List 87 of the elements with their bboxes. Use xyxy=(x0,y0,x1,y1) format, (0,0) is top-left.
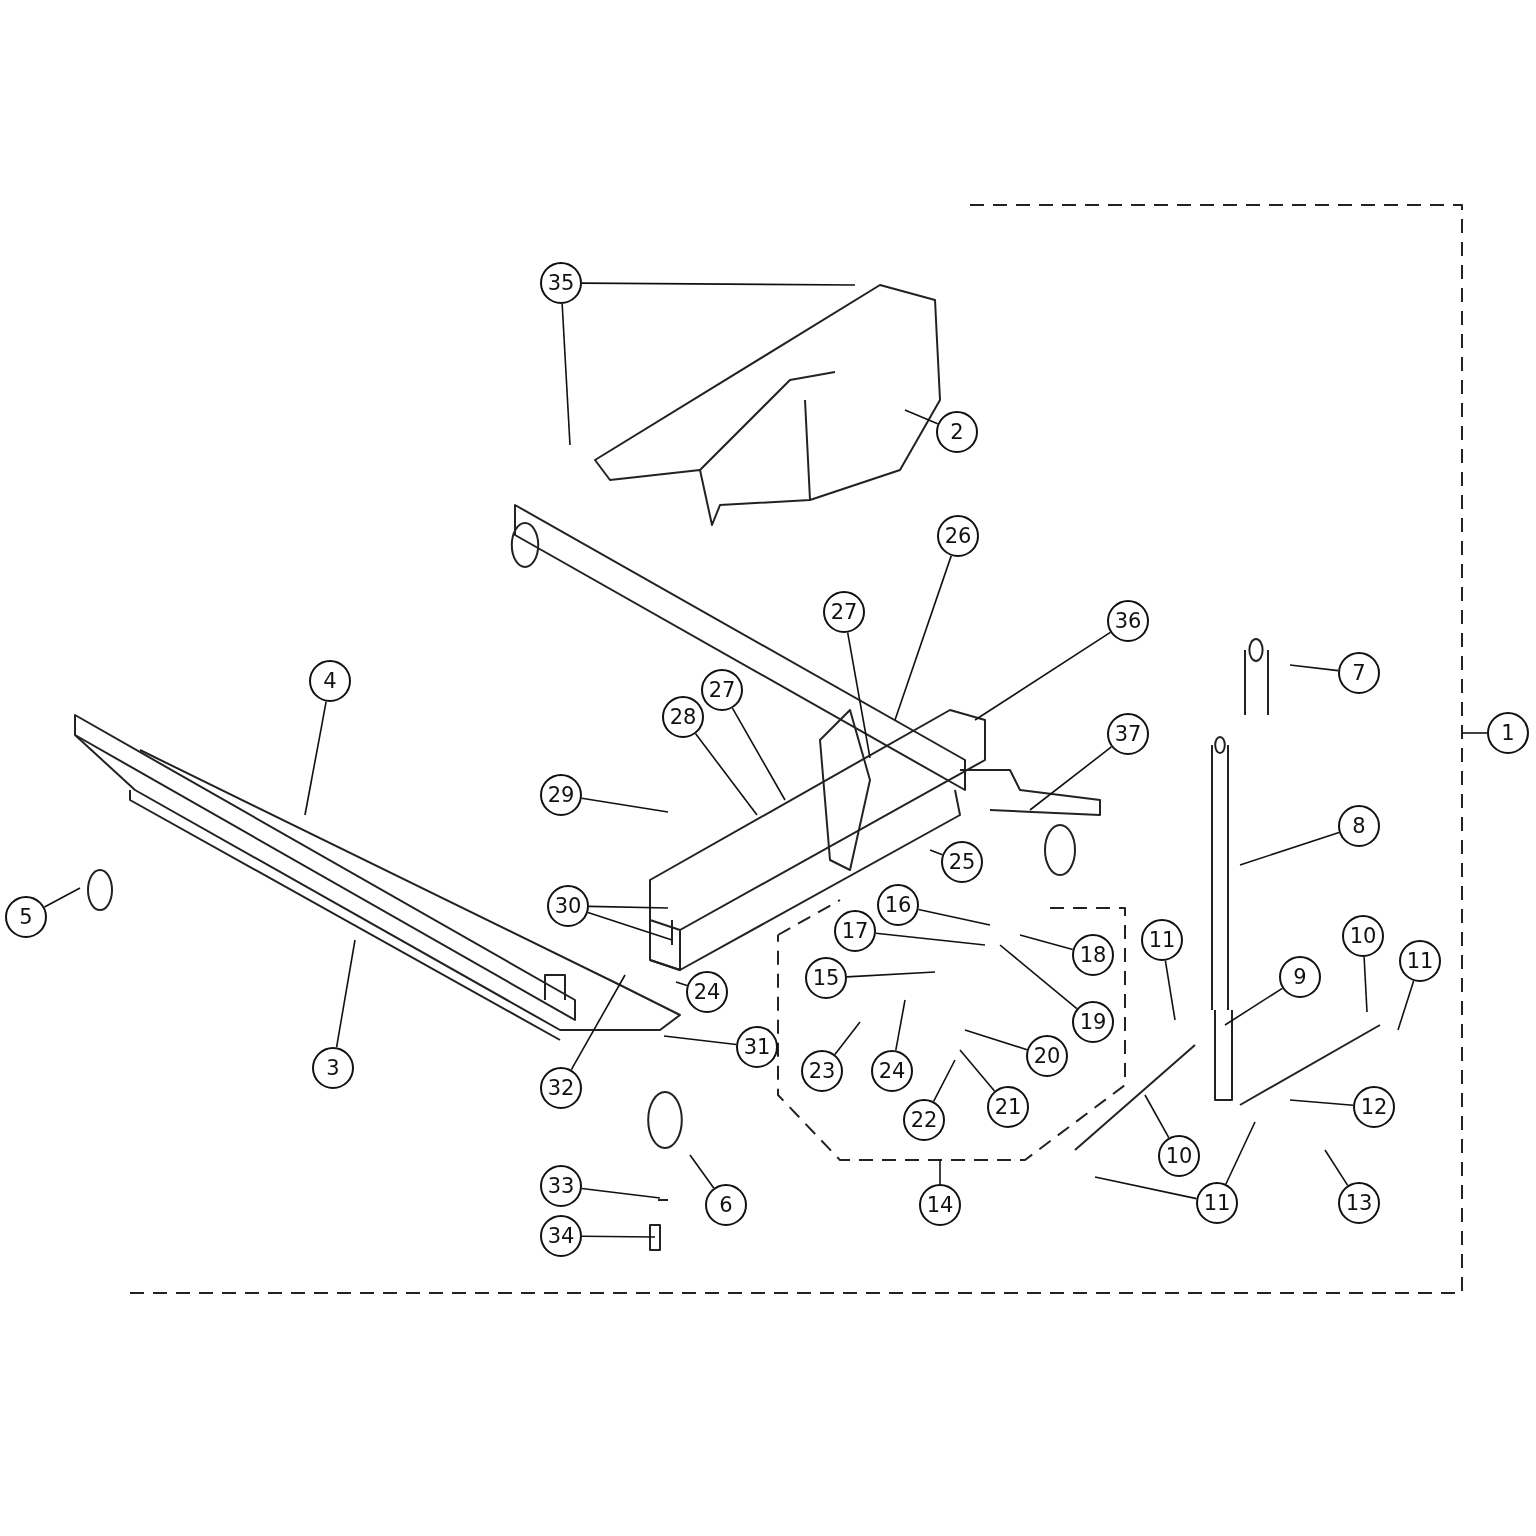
leader-line xyxy=(1461,732,1488,734)
leader-line xyxy=(1029,746,1113,811)
callout-number: 5 xyxy=(5,896,47,938)
leader-line xyxy=(581,1235,656,1238)
leader-line xyxy=(1289,664,1339,672)
leader-line xyxy=(1397,980,1415,1031)
leader-line xyxy=(959,1049,996,1092)
leader-line xyxy=(581,1187,661,1199)
callout-number: 37 xyxy=(1107,713,1149,755)
leader-line xyxy=(895,999,906,1052)
callout-number: 11 xyxy=(1196,1182,1238,1224)
callout-number: 33 xyxy=(540,1165,582,1207)
leader-line xyxy=(917,908,991,926)
leader-line xyxy=(561,303,571,446)
callout-number: 7 xyxy=(1338,652,1380,694)
leader-line xyxy=(904,409,939,425)
callout-number: 18 xyxy=(1072,934,1114,976)
callout-number: 20 xyxy=(1026,1035,1068,1077)
callout-number: 11 xyxy=(1399,940,1441,982)
leader-line xyxy=(1019,934,1074,951)
callout-number: 9 xyxy=(1279,956,1321,998)
leader-line xyxy=(875,932,986,946)
callout-number: 28 xyxy=(662,696,704,738)
callout-number: 25 xyxy=(941,841,983,883)
leader-line xyxy=(580,797,669,813)
leader-line xyxy=(932,1059,956,1103)
leader-line xyxy=(1164,959,1176,1021)
callout-number: 34 xyxy=(540,1215,582,1257)
callout-number: 14 xyxy=(919,1184,961,1226)
leader-line xyxy=(675,981,688,987)
callout-number: 27 xyxy=(701,669,743,711)
leader-line xyxy=(974,631,1112,721)
leader-line xyxy=(834,1021,861,1056)
leader-line xyxy=(846,631,871,759)
callout-number: 23 xyxy=(801,1050,843,1092)
callout-number: 21 xyxy=(987,1086,1029,1128)
callout-number: 22 xyxy=(903,1099,945,1141)
leader-line xyxy=(939,1159,941,1185)
leader-line xyxy=(1225,1121,1256,1185)
leader-line xyxy=(689,1154,715,1189)
callout-number: 13 xyxy=(1338,1182,1380,1224)
leader-line xyxy=(964,1029,1028,1051)
leader-line xyxy=(663,1035,737,1046)
callout-number: 27 xyxy=(823,591,865,633)
leader-line xyxy=(587,911,673,941)
callout-number: 24 xyxy=(686,971,728,1013)
callout-number: 4 xyxy=(309,660,351,702)
callout-number: 6 xyxy=(705,1184,747,1226)
callout-number: 30 xyxy=(547,885,589,927)
callout-number: 11 xyxy=(1141,919,1183,961)
leader-line xyxy=(1094,1176,1198,1200)
leader-line xyxy=(1239,831,1340,866)
leader-line xyxy=(731,707,786,801)
leader-line xyxy=(999,944,1078,1010)
callout-number: 29 xyxy=(540,774,582,816)
leader-line xyxy=(1324,1149,1349,1187)
callout-number: 26 xyxy=(937,515,979,557)
callout-number: 10 xyxy=(1342,915,1384,957)
callout-number: 15 xyxy=(805,957,847,999)
leader-line xyxy=(1289,1099,1354,1107)
callout-number: 24 xyxy=(871,1050,913,1092)
leader-line xyxy=(894,555,952,721)
callout-number: 32 xyxy=(540,1067,582,1109)
leader-line xyxy=(588,905,669,909)
callout-number: 8 xyxy=(1338,805,1380,847)
callout-number: 10 xyxy=(1158,1135,1200,1177)
leader-line xyxy=(694,732,758,816)
leader-line xyxy=(846,971,936,978)
callout-number: 12 xyxy=(1353,1086,1395,1128)
callout-number: 1 xyxy=(1487,712,1529,754)
callout-number: 3 xyxy=(312,1047,354,1089)
leader-line xyxy=(1224,987,1284,1026)
callout-number: 2 xyxy=(936,411,978,453)
leader-line xyxy=(570,974,626,1071)
leader-line xyxy=(581,282,856,286)
callout-number: 31 xyxy=(736,1026,778,1068)
callout-number: 17 xyxy=(834,910,876,952)
leader-line xyxy=(43,887,81,908)
leader-line xyxy=(335,939,356,1049)
leader-line xyxy=(1144,1094,1170,1139)
leader-line xyxy=(929,849,944,856)
callout-number: 36 xyxy=(1107,600,1149,642)
callout-number: 35 xyxy=(540,262,582,304)
leader-line xyxy=(1363,956,1368,1013)
leader-line xyxy=(304,700,327,816)
callout-number: 16 xyxy=(877,884,919,926)
callout-number: 19 xyxy=(1072,1001,1114,1043)
